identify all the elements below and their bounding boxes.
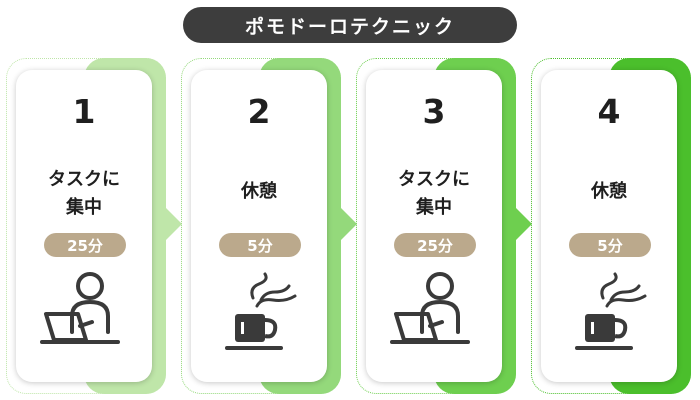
step-card-4: 4 休憩 5分	[531, 58, 691, 394]
duration-badge: 25分	[44, 233, 126, 257]
step-label: 休憩	[541, 178, 677, 206]
duration-badge: 25分	[394, 233, 476, 257]
person-laptop-icon	[390, 272, 470, 344]
step-arrow	[166, 208, 182, 240]
page-title: ポモドーロテクニック	[183, 7, 517, 43]
step-label-line2: 集中	[416, 197, 452, 218]
coffee-cup-icon	[575, 272, 647, 350]
step-card-body: 2 休憩 5分	[191, 70, 327, 382]
step-card-body: 1 タスクに 集中 25分	[16, 70, 152, 382]
step-card-1: 1 タスクに 集中 25分	[6, 58, 166, 394]
step-arrow	[341, 208, 357, 240]
coffee-cup-icon	[225, 272, 297, 350]
step-number: 3	[422, 92, 446, 131]
step-card-body: 3 タスクに 集中 25分	[366, 70, 502, 382]
duration-badge: 5分	[569, 233, 651, 257]
step-label-line2: 集中	[66, 197, 102, 218]
step-label-line1: タスクに	[398, 169, 470, 190]
step-card-2: 2 休憩 5分	[181, 58, 341, 394]
person-laptop-icon	[40, 272, 120, 344]
step-number: 1	[72, 92, 96, 131]
step-arrow	[516, 208, 532, 240]
step-card-body: 4 休憩 5分	[541, 70, 677, 382]
step-number: 4	[597, 92, 621, 131]
step-label-line1: 休憩	[241, 181, 277, 202]
duration-badge: 5分	[219, 233, 301, 257]
step-label: 休憩	[191, 178, 327, 206]
step-label: タスクに 集中	[16, 166, 152, 222]
step-label: タスクに 集中	[366, 166, 502, 222]
step-label-line1: タスクに	[48, 169, 120, 190]
step-card-3: 3 タスクに 集中 25分	[356, 58, 516, 394]
step-label-line1: 休憩	[591, 181, 627, 202]
step-number: 2	[247, 92, 271, 131]
